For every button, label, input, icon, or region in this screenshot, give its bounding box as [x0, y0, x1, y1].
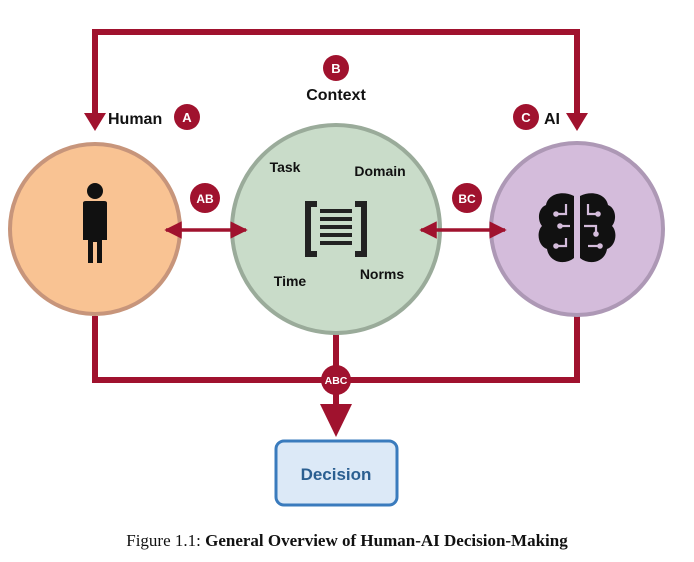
caption-prefix: Figure 1.1:	[126, 531, 201, 550]
factor-domain: Domain	[354, 163, 405, 179]
badge-c: C	[513, 104, 539, 130]
factor-norms: Norms	[360, 266, 405, 282]
decision-box	[274, 439, 399, 507]
badge-b-text: B	[331, 61, 340, 76]
decision-label: Decision	[301, 465, 372, 484]
top-connector	[92, 29, 580, 118]
badge-ab: AB	[190, 183, 220, 213]
decision-diagram: Human Context AI Task Domain Time Norms …	[8, 29, 665, 507]
badge-a: A	[174, 104, 200, 130]
badge-a-text: A	[182, 110, 192, 125]
factor-time: Time	[274, 273, 307, 289]
human-label: Human	[108, 111, 162, 128]
figure-caption: Figure 1.1: General Overview of Human-AI…	[0, 531, 694, 551]
caption-title: General Overview of Human-AI Decision-Ma…	[205, 531, 568, 550]
badge-c-text: C	[521, 110, 531, 125]
brain-circuit-icon	[538, 193, 616, 263]
person-icon	[83, 183, 107, 263]
arrowhead-to-decision	[320, 404, 352, 437]
badge-bc-text: BC	[458, 192, 476, 206]
arrowhead-to-human	[84, 113, 106, 131]
badge-b: B	[323, 55, 349, 81]
badge-ab-text: AB	[196, 192, 214, 206]
badge-bc: BC	[452, 183, 482, 213]
ai-label: AI	[544, 111, 560, 128]
badge-abc: ABC	[321, 365, 351, 395]
factor-task: Task	[270, 159, 301, 175]
ai-circle	[489, 141, 665, 317]
badge-abc-text: ABC	[325, 375, 348, 387]
bracket-list-icon	[305, 201, 367, 257]
arrowhead-to-ai	[566, 113, 588, 131]
context-label: Context	[306, 87, 366, 104]
